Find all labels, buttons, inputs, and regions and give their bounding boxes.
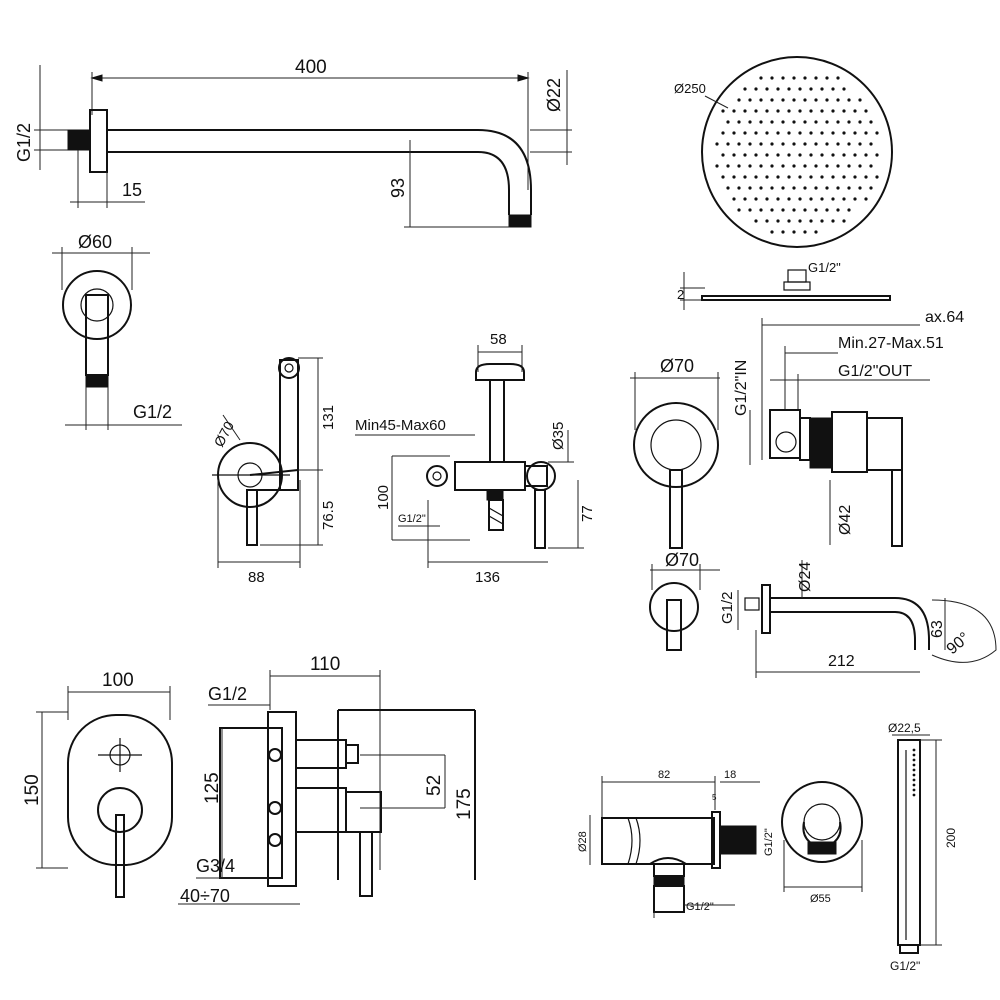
diverter-thread-in-label: G1/2"IN [733,360,750,416]
bidet-projection-label: Min45-Max60 [355,417,446,434]
valve-thread-side-label: G1/2" [763,828,775,856]
mixer-install-depth-label: 40÷70 [180,886,230,906]
bidet-thread-label: G1/2" [398,513,426,525]
arm-flange-depth-label: 15 [122,180,142,200]
mixer-outlet-label: G3/4 [196,856,235,876]
mixer-plate-front: 100 150 [22,670,173,898]
valve-nut-label: 18 [724,769,736,781]
hand-shower-holes [912,748,916,797]
arm-thread-label: G1/2 [14,123,34,162]
bidet-holder-front-view: 58 Min45-Max60 Ø35 100 G1/2" 77 136 [355,331,596,586]
hand-shower-diameter-label: Ø22,5 [888,721,921,735]
hand-shower-thread-label: G1/2" [890,959,920,973]
valve-gap-label: 5 [712,793,717,802]
mixer-total-height-label: 175 [454,788,475,820]
head-thread-label: G1/2" [808,260,841,275]
spout-drop-label: 63 [929,620,946,638]
diverter-drawing: Ø70 ax.64 Min.27-Max.51 G1/2"OUT G1/2"IN… [630,309,964,549]
spout-angle-label: 90° [944,629,973,658]
valve-diameter-label: Ø28 [577,831,589,852]
bidet-head-diameter-label: Ø35 [550,422,567,450]
bidet-height-lower-label: 76.5 [320,501,337,530]
bidet-flange-label: Ø70 [211,418,238,449]
head-thickness-label: 2 [677,287,684,302]
bidet-height-top-label: 131 [320,405,337,430]
angle-valve-drawing: 82 18 5 Ø28 G1/2" G1/2" [577,769,775,918]
outlet-diameter-label: Ø55 [810,893,831,905]
end-view-thread-label: G1/2 [133,402,172,422]
bidet-total-height-label: 100 [375,485,392,510]
spout-drawing: Ø70 G1/2 Ø24 63 90° 212 [649,550,997,678]
mixer-plate-width-label: 100 [102,670,134,691]
spout-length-label: 212 [828,653,855,670]
hand-shower-drawing: Ø22,5 200 G1/2" [888,721,958,973]
nozzle-pattern [715,76,879,234]
shower-head-drawing: Ø250 2 G1/2" [674,56,893,310]
bidet-head-width-label: 58 [490,331,507,348]
mixer-body-height-label: 125 [202,772,223,804]
diverter-depth-range-label: Min.27-Max.51 [838,335,944,352]
end-view-flange-label: Ø60 [78,232,112,252]
head-diameter-label: Ø250 [674,81,706,96]
mixer-body-depth-label: 110 [310,654,340,675]
arm-length-label: 400 [295,57,327,78]
wall-outlet-drawing: Ø55 [781,781,863,905]
arm-diameter-label: Ø22 [544,78,564,112]
valve-thread-bottom-label: G1/2" [686,901,714,913]
bidet-total-width-label: 136 [475,569,500,586]
diverter-body-diameter-label: Ø42 [837,505,854,535]
mixer-spacing-label: 52 [424,775,445,796]
valve-length-label: 82 [658,769,670,781]
mixer-body-side: 110 G1/2 125 52 175 G3/4 40÷70 [178,654,476,906]
diverter-thread-out-label: G1/2"OUT [838,363,912,380]
spout-flange-label: Ø70 [665,550,699,570]
arm-end-view-drawing: Ø60 G1/2 [52,232,182,430]
bidet-spray-height-label: 77 [579,505,596,522]
diverter-ax-label: ax.64 [925,309,964,326]
mixer-plate-height-label: 150 [22,774,43,806]
arm-drop-label: 93 [388,178,408,198]
bidet-holder-side-view: Ø70 131 76.5 88 [211,357,337,586]
spout-thread-label: G1/2 [719,591,736,624]
bidet-width-label: 88 [248,569,265,586]
spout-pipe-diameter-label: Ø24 [797,562,814,592]
shower-arm-drawing: 400 G1/2 Ø22 93 15 [14,57,572,228]
diverter-flange-label: Ø70 [660,356,694,376]
mixer-inlet-label: G1/2 [208,684,247,704]
hand-shower-length-label: 200 [944,828,958,848]
